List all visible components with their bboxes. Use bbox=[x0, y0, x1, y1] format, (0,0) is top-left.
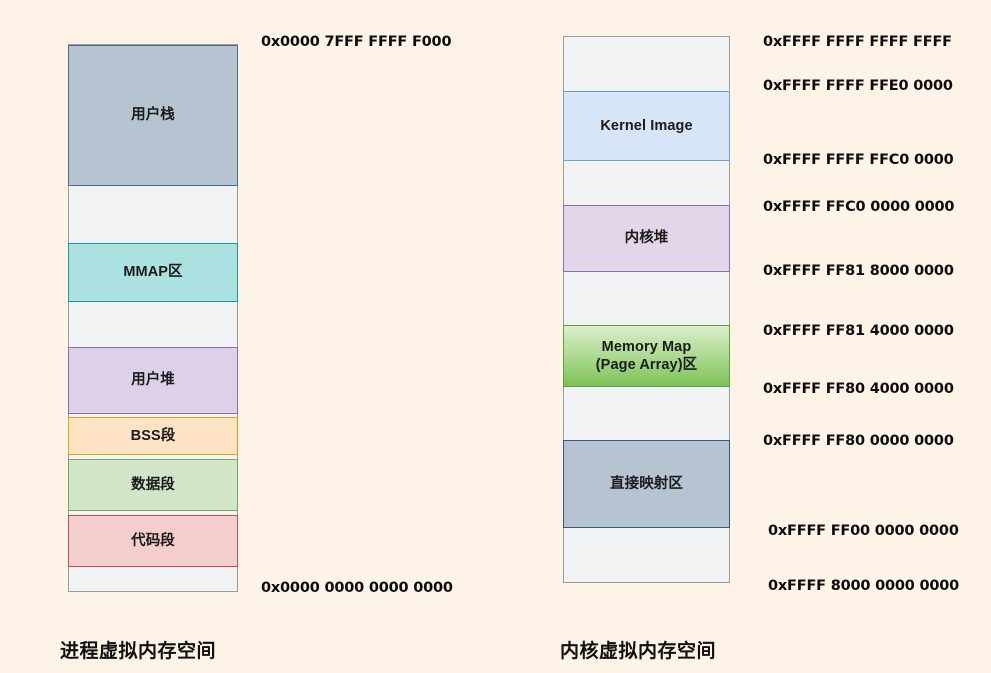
memory-block-label: 内核堆 bbox=[624, 230, 669, 247]
addr-kernel-bottom: 0xFFFF 8000 0000 0000 bbox=[768, 578, 960, 594]
process-memory-column: 用户栈 MMAP区用户堆 BSS段数据段代码段 bbox=[68, 44, 238, 592]
addr-kernel-image-bottom: 0xFFFF FFFF FFC0 0000 bbox=[763, 152, 954, 168]
memory-block-memory-map-page-array: Memory Map(Page Array)区 bbox=[563, 325, 730, 387]
addr-user-stack-top: 0x0000 7FFF FFFF F000 bbox=[261, 34, 452, 50]
memory-block-label: 代码段 bbox=[131, 532, 175, 549]
addr-direct-mapping-top: 0xFFFF FF80 0000 0000 bbox=[763, 433, 954, 449]
memory-block-label: Memory Map(Page Array)区 bbox=[595, 338, 698, 373]
addr-memory-map-top: 0xFFFF FF81 4000 0000 bbox=[763, 323, 954, 339]
memory-block-code-segment: 代码段 bbox=[68, 515, 238, 567]
memory-block-kernel-heap: 内核堆 bbox=[563, 205, 730, 272]
caption-kernel-space: 内核虚拟内存空间 bbox=[560, 640, 717, 662]
memory-block-user-heap: 用户堆 bbox=[68, 347, 238, 414]
addr-user-space-bottom: 0x0000 0000 0000 0000 bbox=[261, 580, 453, 596]
addr-kernel-heap-bottom: 0xFFFF FF81 8000 0000 bbox=[763, 263, 954, 279]
addr-kernel-top: 0xFFFF FFFF FFFF FFFF bbox=[763, 34, 952, 50]
memory-block-label: BSS段 bbox=[130, 427, 176, 444]
addr-memory-map-bottom: 0xFFFF FF80 4000 0000 bbox=[763, 381, 954, 397]
memory-block-label: 数据段 bbox=[131, 476, 175, 493]
memory-block-direct-mapping-area: 直接映射区 bbox=[563, 440, 730, 528]
addr-direct-mapping-bottom: 0xFFFF FF00 0000 0000 bbox=[768, 523, 959, 539]
memory-block-label: 用户栈 bbox=[131, 107, 175, 124]
caption-process-space: 进程虚拟内存空间 bbox=[60, 640, 217, 662]
memory-block-label: 用户堆 bbox=[131, 372, 175, 389]
memory-block-label: MMAP区 bbox=[123, 264, 183, 281]
addr-kernel-image-top: 0xFFFF FFFF FFE0 0000 bbox=[763, 78, 953, 94]
memory-block-label: 直接映射区 bbox=[610, 475, 683, 492]
memory-block-data-segment: 数据段 bbox=[68, 459, 238, 511]
memory-block-kernel-image: Kernel Image bbox=[563, 91, 730, 161]
kernel-memory-column: Kernel Image 内核堆 Memory Map(Page Array)区直接… bbox=[563, 36, 730, 583]
memory-block-user-stack: 用户栈 bbox=[68, 45, 238, 186]
memory-block-label: Kernel Image bbox=[600, 117, 693, 134]
addr-kernel-heap-top: 0xFFFF FFC0 0000 0000 bbox=[763, 199, 955, 215]
memory-block-mmap-area: MMAP区 bbox=[68, 243, 238, 302]
memory-block-bss-segment: BSS段 bbox=[68, 417, 238, 455]
